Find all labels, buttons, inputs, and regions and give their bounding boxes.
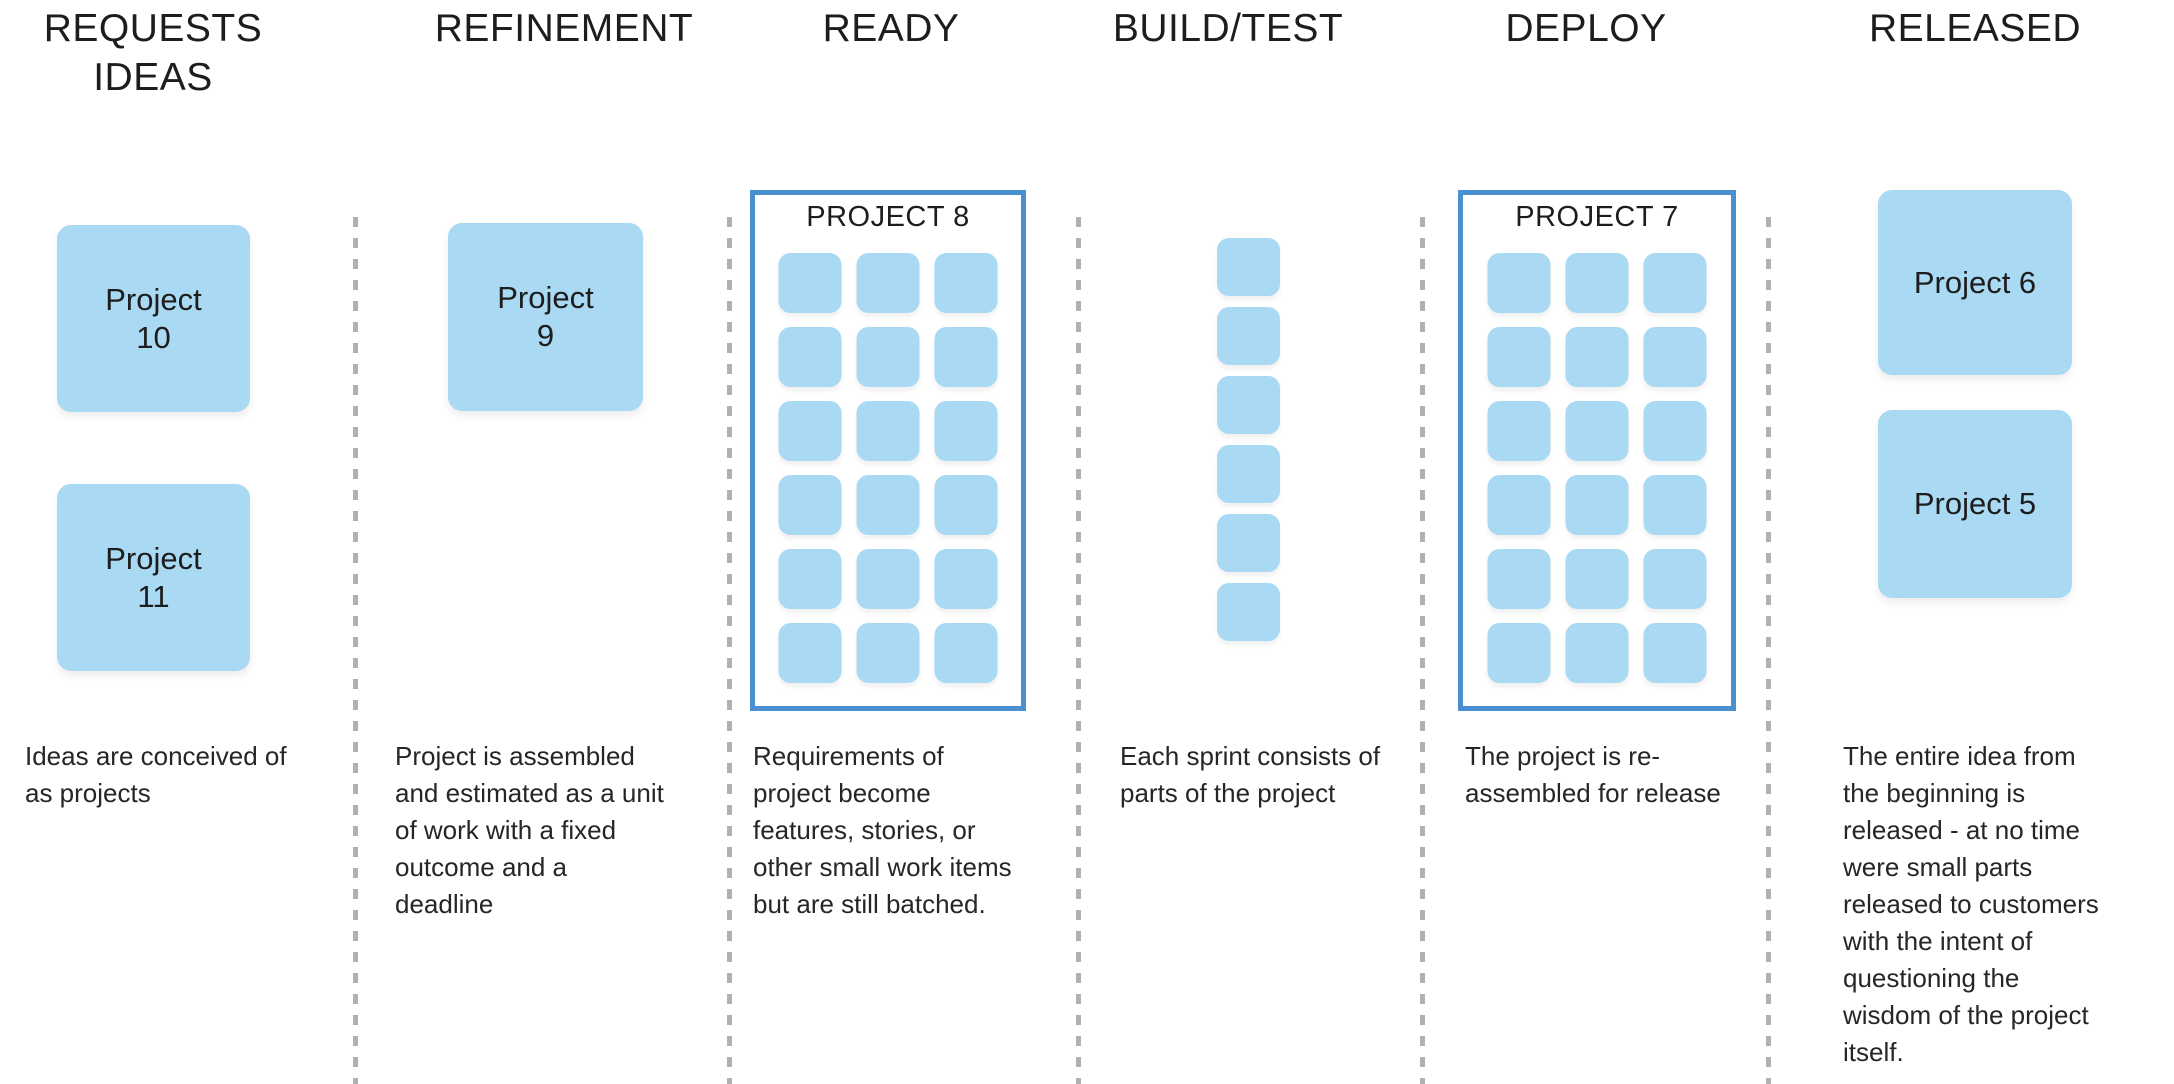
work-item-tile — [778, 623, 842, 683]
work-item-tile — [1217, 514, 1280, 572]
column-header-released: RELEASED — [1868, 7, 2082, 50]
column-caption-ready: Requirements of project become features,… — [753, 741, 1012, 919]
column-divider — [1420, 217, 1425, 1084]
project-card-label: Project 5 — [1913, 486, 2037, 521]
column-caption-deploy: The project is re- assembled for release — [1465, 741, 1721, 808]
work-item-tile — [856, 401, 920, 461]
column-caption-released: The entire idea from the beginning is re… — [1843, 741, 2099, 1067]
work-item-tile — [1565, 327, 1629, 387]
work-item-tile — [1565, 253, 1629, 313]
work-item-tile — [1487, 401, 1551, 461]
work-item-tile — [856, 253, 920, 313]
work-item-tile — [1643, 475, 1707, 535]
project-frame-title: PROJECT 8 — [806, 201, 970, 233]
work-item-tile — [778, 549, 842, 609]
project-frame-7: PROJECT 7 — [1458, 190, 1736, 711]
work-item-tile — [778, 475, 842, 535]
work-item-tile — [856, 327, 920, 387]
project-card-6: Project 6 — [1878, 190, 2072, 375]
work-item-tile — [856, 623, 920, 683]
column-divider — [353, 217, 358, 1084]
work-item-tile — [934, 327, 998, 387]
project-frame-title: PROJECT 7 — [1515, 201, 1679, 233]
work-item-grid — [1487, 253, 1707, 683]
work-item-tile — [778, 253, 842, 313]
work-item-tile — [1217, 238, 1280, 296]
column-divider — [1766, 217, 1771, 1084]
work-item-grid — [778, 253, 998, 683]
work-item-tile — [934, 253, 998, 313]
project-frame-8: PROJECT 8 — [750, 190, 1026, 711]
project-card-11: Project 11 — [57, 484, 250, 671]
column-header-deploy: DEPLOY — [1505, 7, 1667, 50]
column-caption-requests-ideas: Ideas are conceived of as projects — [25, 741, 287, 808]
work-item-tile — [934, 401, 998, 461]
column-header-ready: READY — [822, 7, 960, 50]
column-header-build-test: BUILD/TEST — [1112, 7, 1344, 50]
project-card-label: Project 9 — [497, 280, 594, 353]
work-item-tile — [1487, 253, 1551, 313]
column-caption-refinement: Project is assembled and estimated as a … — [395, 741, 664, 919]
work-item-tile — [1217, 445, 1280, 503]
work-item-tile — [778, 401, 842, 461]
work-item-tile — [1487, 327, 1551, 387]
work-item-tile — [934, 549, 998, 609]
work-item-tile — [934, 623, 998, 683]
work-item-tile — [1565, 623, 1629, 683]
column-caption-build-test: Each sprint consists of parts of the pro… — [1120, 741, 1381, 808]
work-item-tile — [1643, 401, 1707, 461]
work-item-tile — [1565, 475, 1629, 535]
work-item-tile — [1487, 475, 1551, 535]
work-item-tile — [1217, 376, 1280, 434]
project-card-label: Project 6 — [1913, 264, 2037, 300]
column-divider — [727, 217, 732, 1084]
project-card-label: Project 11 — [105, 540, 202, 614]
project-card-10: Project 10 — [57, 225, 250, 412]
project-card-5: Project 5 — [1878, 410, 2072, 598]
project-card-9: Project 9 — [448, 223, 643, 411]
work-item-tile — [1217, 307, 1280, 365]
work-item-tile — [778, 327, 842, 387]
work-item-tile — [1643, 253, 1707, 313]
column-header-refinement: REFINEMENT — [434, 7, 694, 50]
work-item-tile — [1487, 623, 1551, 683]
work-item-tile — [1643, 623, 1707, 683]
sprint-item-stack — [1217, 238, 1280, 641]
work-item-tile — [1643, 549, 1707, 609]
work-item-tile — [1487, 549, 1551, 609]
work-item-tile — [934, 475, 998, 535]
column-divider — [1076, 217, 1081, 1084]
work-item-tile — [1565, 549, 1629, 609]
column-header-requests-ideas: REQUESTS IDEAS — [43, 7, 263, 99]
work-item-tile — [856, 549, 920, 609]
work-item-tile — [1643, 327, 1707, 387]
project-card-label: Project 10 — [105, 281, 202, 355]
work-item-tile — [1565, 401, 1629, 461]
work-item-tile — [1217, 583, 1280, 641]
work-item-tile — [856, 475, 920, 535]
